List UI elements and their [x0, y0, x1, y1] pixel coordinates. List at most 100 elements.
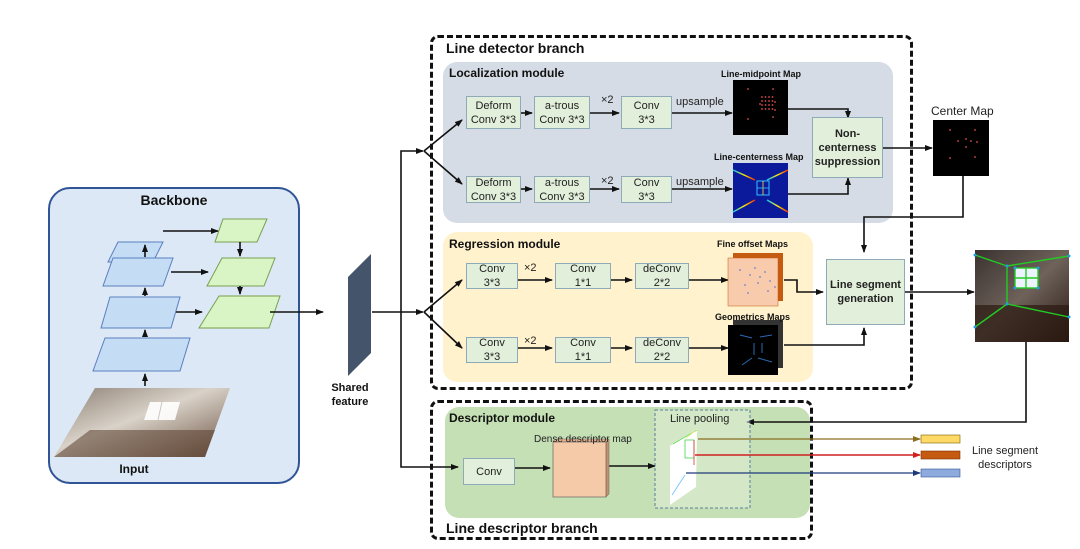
map-dot: [771, 108, 774, 110]
center-map-label: Center Map: [931, 104, 994, 118]
map-dot: [757, 282, 759, 284]
loc-row1-atrous-conv: a-trous Conv 3*3: [534, 96, 590, 129]
loc-row1-conv: Conv 3*3: [621, 96, 672, 129]
descriptor-bar-2: [920, 450, 961, 460]
map-dot: [764, 96, 767, 98]
map-dot: [771, 100, 774, 102]
reg-row1-conv1: Conv 1*1: [555, 263, 611, 289]
loc-row2-conv: Conv 3*3: [621, 176, 672, 203]
output-image: [973, 250, 1071, 342]
reg-row2-deconv: deConv 2*2: [635, 337, 689, 363]
map-dot: [768, 104, 770, 106]
loc-row1-upsample: upsample: [676, 96, 724, 108]
encoder-layer-3: [100, 296, 181, 329]
map-dot: [761, 104, 763, 106]
map-dot: [949, 157, 951, 159]
geometrics-maps: [728, 320, 783, 375]
line-pooling-feature-plane: [670, 429, 698, 505]
backbone-encoder-layers: [92, 241, 191, 372]
input-label: Input: [119, 462, 149, 476]
descriptor-module-title: Descriptor module: [449, 411, 556, 425]
map-dot: [771, 96, 774, 98]
map-dot: [768, 96, 770, 98]
descriptor-bar-1: [920, 434, 961, 444]
descriptor-bar-3: [920, 468, 961, 478]
dense-descriptor-map: [552, 438, 610, 498]
line-segment-descriptors-label: Line segment descriptors: [972, 445, 1039, 471]
reg-row1-repeat: ×2: [524, 262, 537, 274]
encoder-layer-4: [92, 337, 191, 372]
map-dot: [761, 96, 763, 98]
line-descriptor-branch-title: Line descriptor branch: [446, 520, 598, 536]
map-dot: [767, 290, 769, 292]
map-dot: [739, 269, 741, 271]
map-dot: [761, 108, 763, 110]
loc-row2-repeat: ×2: [601, 175, 614, 187]
map-dot: [976, 141, 978, 143]
line-pooling-label: Line pooling: [670, 413, 730, 425]
loc-row2-atrous-conv: a-trous Conv 3*3: [534, 176, 590, 203]
non-centerness-suppression-block: Non- centerness suppression: [812, 117, 883, 178]
fine-offset-maps: [727, 253, 783, 307]
map-dot: [957, 140, 959, 142]
map-dot: [774, 109, 776, 111]
map-dot: [764, 100, 767, 102]
loc-row1-repeat: ×2: [601, 94, 614, 106]
map-dot: [769, 280, 771, 282]
backbone-decoder-layers: [198, 218, 281, 329]
line-detector-branch-frame: [430, 35, 913, 390]
map-dot: [744, 284, 746, 286]
decoder-layer-2: [206, 257, 276, 287]
map-dot: [747, 292, 749, 294]
map-dot: [771, 104, 774, 106]
map-dot: [774, 286, 776, 288]
reg-row2-conv1: Conv 1*1: [555, 337, 611, 363]
encoder-layer-2: [102, 257, 174, 287]
decoder-layer-1: [214, 218, 268, 243]
map-dot: [759, 276, 761, 278]
map-dot: [764, 271, 766, 273]
map-dot: [772, 116, 774, 118]
map-dot: [747, 118, 749, 120]
line-midpoint-map: [733, 80, 788, 135]
map-dot: [761, 100, 763, 102]
loc-row2-deform-conv: Deform Conv 3*3: [466, 176, 521, 203]
map-dot: [774, 101, 776, 103]
map-dot: [965, 138, 967, 140]
map-dot: [772, 88, 774, 90]
map-dot: [764, 104, 767, 106]
map-dot: [974, 156, 976, 158]
loc-row2-upsample: upsample: [676, 176, 724, 188]
map-dot: [759, 103, 761, 105]
descriptor-conv-block: Conv: [463, 458, 515, 485]
reg-row2-conv3: Conv 3*3: [466, 337, 518, 363]
input-image: [54, 388, 230, 457]
line-descriptor-branch-frame: [430, 400, 813, 540]
map-dot: [970, 140, 972, 142]
map-dot: [768, 100, 770, 102]
line-detector-branch-title: Line detector branch: [446, 40, 585, 56]
reg-row1-deconv: deConv 2*2: [635, 263, 689, 289]
shared-feature-slab: [348, 254, 371, 376]
localization-module-title: Localization module: [449, 66, 565, 80]
regression-module-title: Regression module: [449, 237, 561, 251]
shared-feature-label: Shared feature: [331, 382, 369, 408]
map-dot: [747, 88, 749, 90]
fine-offset-maps-label: Fine offset Maps: [717, 239, 789, 249]
backbone-title: Backbone: [140, 192, 208, 208]
map-dot: [949, 129, 951, 131]
center-map: [933, 120, 989, 176]
geometrics-maps-label: Geometrics Maps: [715, 312, 791, 322]
dense-descriptor-map-label: Dense descriptor map: [534, 434, 632, 445]
reg-row2-repeat: ×2: [524, 335, 537, 347]
line-segment-generation-block: Line segment generation: [826, 259, 905, 325]
map-dot: [764, 108, 767, 110]
map-dot: [754, 267, 756, 269]
reg-row1-conv3: Conv 3*3: [466, 263, 518, 289]
line-centerness-map-label: Line-centerness Map: [714, 152, 804, 162]
loc-row1-deform-conv: Deform Conv 3*3: [466, 96, 521, 129]
line-midpoint-map-label: Line-midpoint Map: [721, 69, 801, 79]
map-dot: [768, 108, 770, 110]
decoder-layer-3: [198, 295, 281, 329]
